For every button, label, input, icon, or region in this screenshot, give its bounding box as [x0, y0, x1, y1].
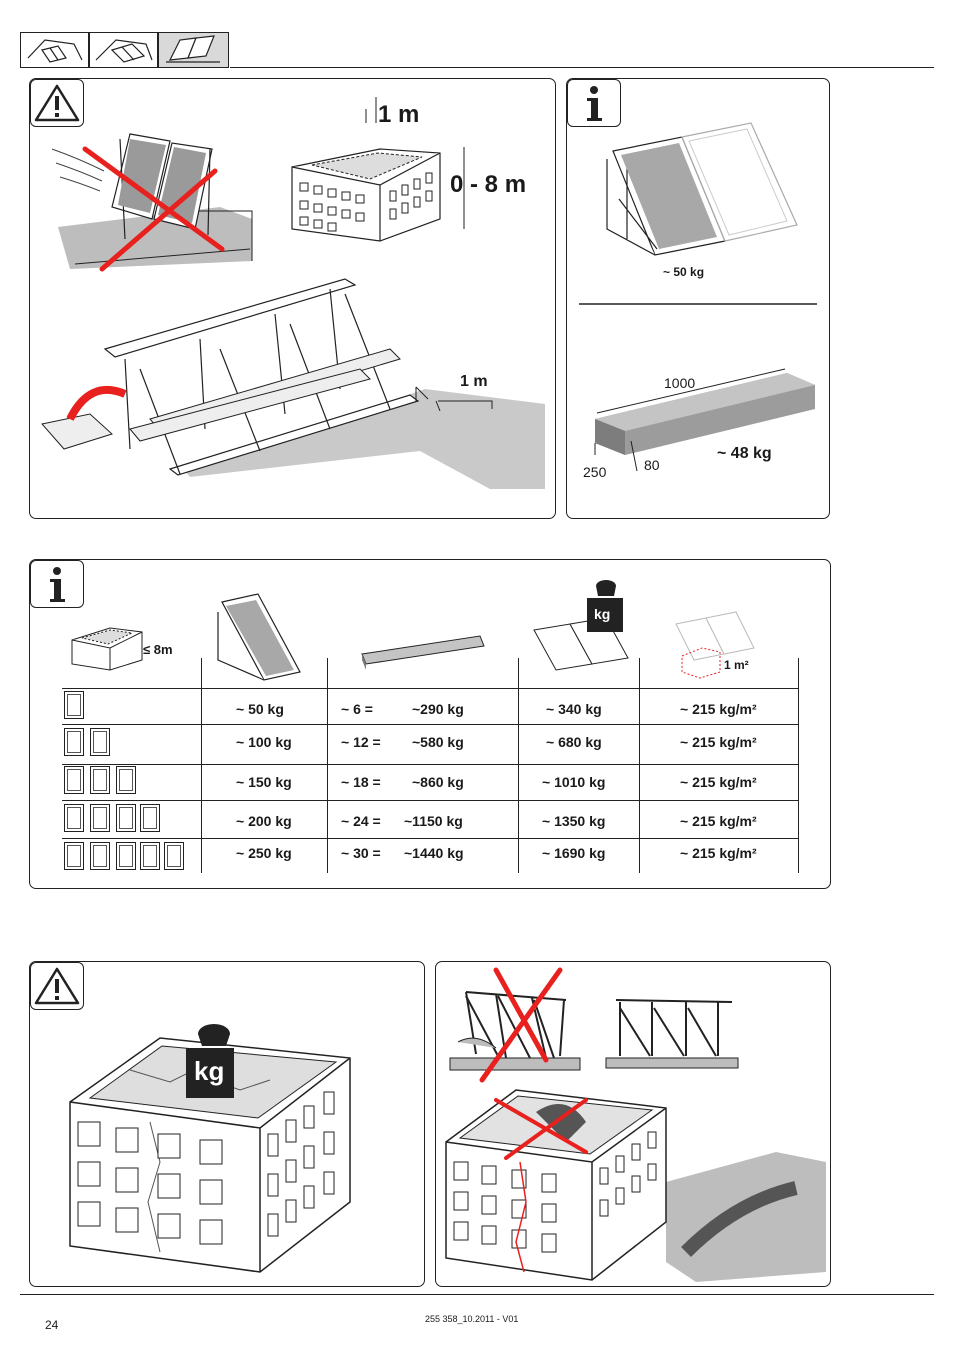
info-icon-box-table [30, 560, 84, 608]
ballast-height-label: 80 [644, 457, 660, 473]
row-1-total-weight: ~ 340 kg [546, 701, 602, 717]
height-range-label: 0 - 8 m [450, 171, 527, 198]
row-2-collector-weight: ~ 100 kg [236, 734, 292, 750]
area-collector-icon [675, 611, 755, 661]
ballast-length-label: 1000 [664, 375, 696, 391]
roof-mounted-icon [95, 39, 153, 63]
collapse-damage-illustration [445, 967, 826, 1282]
row-5-area-load: ~ 215 kg/m² [680, 845, 757, 861]
header-rule [230, 67, 934, 68]
header-tabs [20, 32, 230, 68]
warning-icon [34, 84, 80, 122]
row-4-area-load: ~ 215 kg/m² [680, 813, 757, 829]
page-number: 24 [45, 1318, 59, 1332]
row-4-ballast-count: ~ 24 = [341, 813, 381, 829]
panel-frame-collapse-damage [435, 961, 831, 1287]
row-5-total-weight: ~ 1690 kg [542, 845, 606, 861]
row-4-total-weight: ~ 1350 kg [542, 813, 606, 829]
weight-icon [186, 1024, 234, 1098]
info-icon [50, 567, 65, 602]
warning-icon-box-load [30, 962, 84, 1010]
row-5-collector-weight: ~ 250 kg [236, 845, 292, 861]
row-3-collector-weight: ~ 150 kg [236, 774, 292, 790]
table-header-illustrations [71, 580, 755, 681]
warning-icon [34, 967, 80, 1005]
row-1-ballast-weight: ~290 kg [412, 701, 464, 717]
area-label: 1 m² [724, 658, 749, 672]
footer-rule [20, 1294, 934, 1295]
row-3-area-load: ~ 215 kg/m² [680, 774, 757, 790]
weight-icon [587, 580, 623, 632]
document-code: 255 358_10.2011 - V01 [425, 1314, 519, 1324]
warning-icon-box [30, 79, 84, 127]
weight-kg-label: kg [594, 606, 611, 622]
row-2-area-load: ~ 215 kg/m² [680, 734, 757, 750]
ballast-weight-label: ~ 48 kg [717, 445, 772, 462]
row-5-ballast-count: ~ 30 = [341, 845, 381, 861]
row-2-ballast-weight: ~580 kg [412, 734, 464, 750]
info-icon-box [567, 79, 621, 127]
ballast-width-label: 250 [583, 464, 607, 480]
row-4-ballast-weight: ~1150 kg [404, 813, 463, 829]
row-1-area-load: ~ 215 kg/m² [680, 701, 757, 717]
row-3-ballast-count: ~ 18 = [341, 774, 381, 790]
row-1-collector-weight: ~ 50 kg [236, 701, 284, 717]
row-1-ballast-count: ~ 6 = [341, 701, 373, 717]
row-4-collector-weight: ~ 200 kg [236, 813, 292, 829]
roof-integrated-icon [27, 39, 83, 63]
collector-and-ballast-illustration [579, 122, 817, 472]
row-2-ballast-count: ~ 12 = [341, 734, 381, 750]
panel-wind-and-edge-warning: 1 m 0 - 8 m 1 m [29, 78, 556, 519]
row-3-total-weight: ~ 1010 kg [542, 774, 606, 790]
wind-edge-illustration [41, 97, 545, 489]
height-label: 1 m [378, 101, 420, 128]
flat-roof-icon [166, 35, 220, 63]
building-height-label: ≤ 8m [143, 642, 173, 657]
row-3-ballast-weight: ~860 kg [412, 774, 464, 790]
building-icon [71, 627, 143, 671]
panel-load-table: ≤ 8m kg 1 m² ~ 50 kg ~ 6 = ~290 kg ~ 340… [29, 559, 831, 889]
weight-kg-label-load: kg [194, 1056, 225, 1086]
collector-weight-label: ~ 50 kg [663, 265, 705, 279]
info-icon [587, 86, 602, 121]
cracked-building-illustration [69, 1024, 351, 1273]
panel-roof-overload-warning: kg [29, 961, 425, 1287]
panel-weight-info: ~ 50 kg 1000 250 80 ~ 48 kg [566, 78, 830, 519]
row-2-total-weight: ~ 680 kg [546, 734, 602, 750]
row-5-ballast-weight: ~1440 kg [404, 845, 464, 861]
edge-distance-label: 1 m [460, 373, 488, 390]
ballast-icon [361, 635, 485, 670]
